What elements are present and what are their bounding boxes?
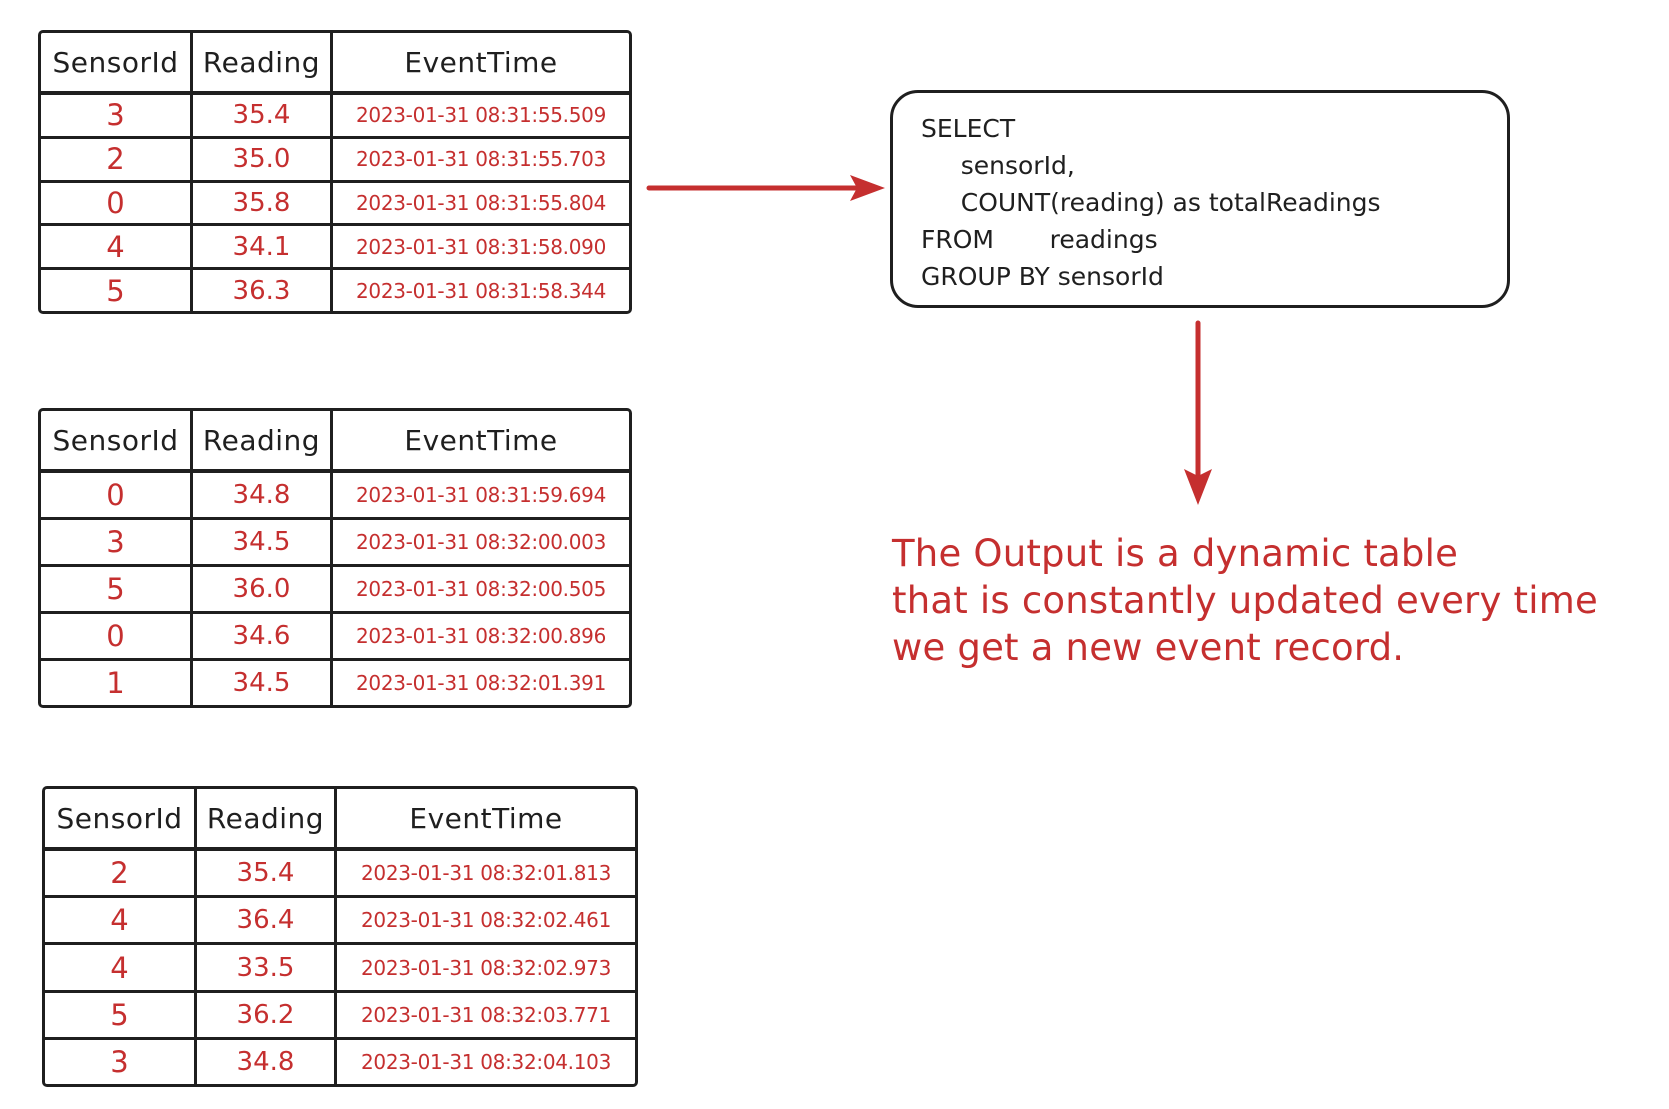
cell-reading: 34.1 [193,226,333,268]
cell-eventtime: 2023-01-31 08:32:00.896 [355,624,607,648]
cell-sensorid: 4 [45,945,197,990]
table-row: 4 34.1 2023-01-31 08:31:58.090 [41,223,629,268]
cell-reading: 36.4 [197,898,337,943]
sensor-events-table-1: SensorId Reading EventTime 3 35.4 2023-0… [38,30,632,314]
col-header-sensorid: SensorId [41,411,193,469]
cell-eventtime: 2023-01-31 08:32:02.461 [360,908,612,933]
col-header-sensorid: SensorId [41,33,193,91]
table-row: 2 35.4 2023-01-31 08:32:01.813 [45,851,635,896]
cell-sensorid: 2 [45,851,197,896]
annotation-line: we get a new event record. [892,626,1405,669]
cell-sensorid: 5 [45,992,197,1037]
cell-reading: 36.3 [193,270,333,311]
table-row: 3 34.8 2023-01-31 08:32:04.103 [45,1036,635,1085]
col-header-reading: Reading [197,789,337,847]
cell-eventtime: 2023-01-31 08:31:58.344 [355,278,607,303]
cell-reading: 34.5 [193,661,333,705]
sql-line: sensorId, [921,151,1075,180]
table-row: 5 36.2 2023-01-31 08:32:03.771 [45,989,635,1037]
table-row: 0 35.8 2023-01-31 08:31:55.804 [41,179,629,224]
table-row: 2 35.0 2023-01-31 08:31:55.703 [41,135,629,180]
cell-sensorid: 3 [41,520,193,564]
cell-eventtime: 2023-01-31 08:31:58.090 [355,234,607,259]
sensor-events-table-3: SensorId Reading EventTime 2 35.4 2023-0… [42,786,638,1087]
cell-eventtime: 2023-01-31 08:32:03.771 [360,1002,612,1027]
sql-line: COUNT(reading) as totalReadings [921,188,1381,217]
sql-line: GROUP BY sensorId [921,262,1164,291]
cell-sensorid: 5 [41,270,193,311]
sql-line: SELECT [921,114,1016,143]
cell-sensorid: 3 [45,1039,197,1085]
cell-sensorid: 1 [41,661,193,705]
table-header-row: SensorId Reading EventTime [41,411,629,473]
arrow-right-icon [646,175,885,201]
table-row: 0 34.8 2023-01-31 08:31:59.694 [41,473,629,517]
cell-sensorid: 4 [41,226,193,268]
cell-eventtime: 2023-01-31 08:32:00.505 [355,577,607,601]
cell-reading: 35.4 [197,851,337,896]
table-row: 0 34.6 2023-01-31 08:32:00.896 [41,611,629,658]
cell-reading: 36.2 [197,992,337,1037]
cell-reading: 34.6 [193,614,333,658]
col-header-reading: Reading [193,33,333,91]
cell-eventtime: 2023-01-31 08:31:55.509 [355,103,607,128]
cell-reading: 34.8 [197,1039,337,1085]
cell-reading: 35.4 [193,95,333,136]
annotation-line: The Output is a dynamic table [892,532,1459,575]
cell-sensorid: 5 [41,567,193,611]
col-header-reading: Reading [193,411,333,469]
cell-eventtime: 2023-01-31 08:32:01.391 [355,671,607,695]
cell-sensorid: 0 [41,614,193,658]
table-row: 5 36.3 2023-01-31 08:31:58.344 [41,267,629,311]
col-header-eventtime: EventTime [409,801,563,835]
cell-sensorid: 2 [41,138,193,180]
cell-reading: 36.0 [193,567,333,611]
table-row: 1 34.5 2023-01-31 08:32:01.391 [41,658,629,705]
sql-query-box: SELECT sensorId, COUNT(reading) as total… [890,90,1510,308]
cell-reading: 35.0 [193,138,333,180]
table-row: 3 34.5 2023-01-31 08:32:00.003 [41,517,629,564]
cell-eventtime: 2023-01-31 08:32:02.973 [360,955,612,980]
cell-eventtime: 2023-01-31 08:32:00.003 [355,530,607,554]
cell-eventtime: 2023-01-31 08:31:55.804 [355,190,607,215]
table-row: 4 33.5 2023-01-31 08:32:02.973 [45,942,635,990]
cell-eventtime: 2023-01-31 08:32:04.103 [360,1049,612,1074]
sql-line: FROM readings [921,225,1158,254]
cell-reading: 34.5 [193,520,333,564]
annotation-text: The Output is a dynamic table that is co… [892,530,1598,671]
cell-sensorid: 0 [41,473,193,517]
arrow-down-icon [1184,320,1212,505]
table-row: 4 36.4 2023-01-31 08:32:02.461 [45,895,635,943]
cell-eventtime: 2023-01-31 08:32:01.813 [360,861,612,886]
table-header-row: SensorId Reading EventTime [41,33,629,95]
col-header-sensorid: SensorId [45,789,197,847]
cell-reading: 35.8 [193,182,333,224]
cell-eventtime: 2023-01-31 08:31:55.703 [355,147,607,172]
col-header-eventtime: EventTime [404,423,558,457]
sensor-events-table-2: SensorId Reading EventTime 0 34.8 2023-0… [38,408,632,708]
cell-sensorid: 3 [41,95,193,136]
table-row: 3 35.4 2023-01-31 08:31:55.509 [41,95,629,136]
cell-reading: 33.5 [197,945,337,990]
cell-sensorid: 4 [45,898,197,943]
table-row: 5 36.0 2023-01-31 08:32:00.505 [41,564,629,611]
annotation-line: that is constantly updated every time [892,579,1598,622]
cell-sensorid: 0 [41,182,193,224]
cell-reading: 34.8 [193,473,333,517]
table-header-row: SensorId Reading EventTime [45,789,635,851]
col-header-eventtime: EventTime [404,45,558,79]
cell-eventtime: 2023-01-31 08:31:59.694 [355,483,607,507]
